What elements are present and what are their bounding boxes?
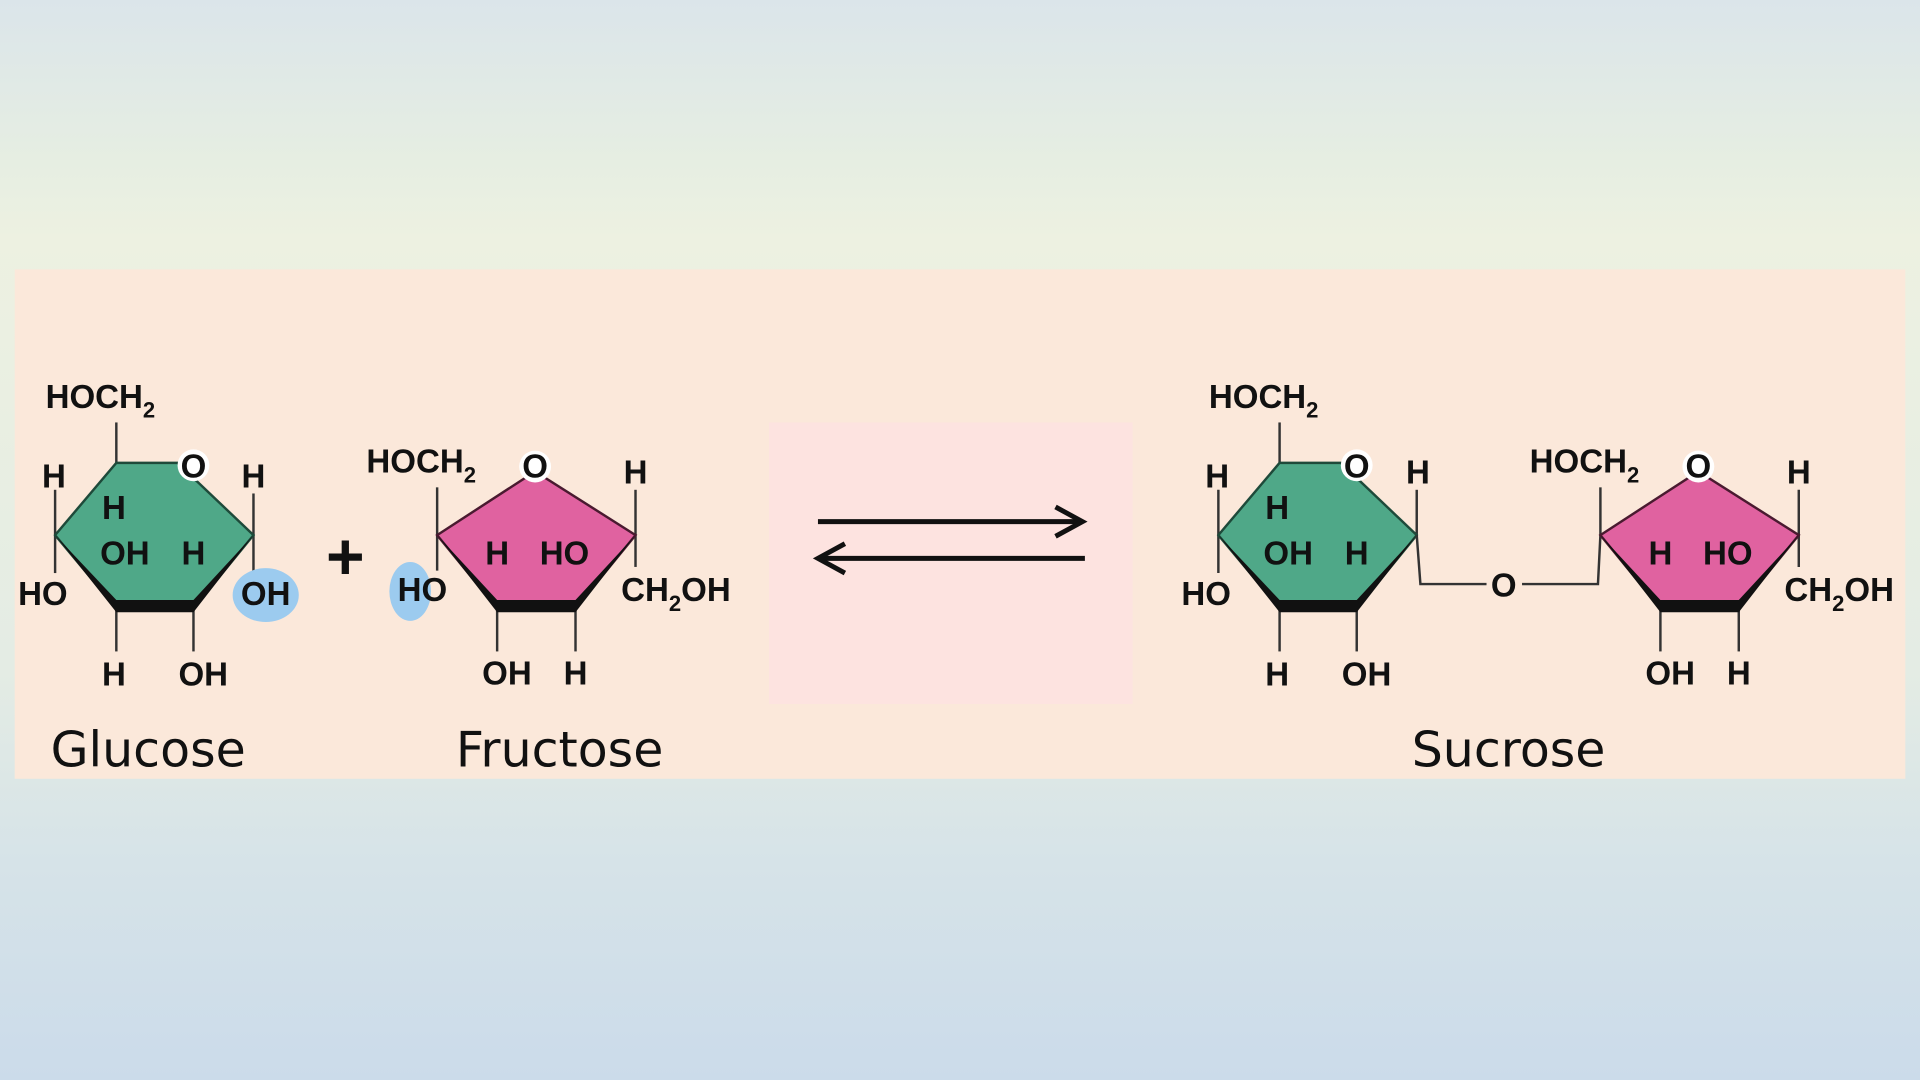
glucose-h: H — [242, 458, 266, 495]
glucose-oh-highlight — [232, 568, 299, 623]
plus-sign: + — [326, 520, 365, 594]
fructose-h: H — [485, 535, 509, 572]
fructose-ring-oxygen: O — [522, 449, 548, 486]
svg-text:HO: HO — [1181, 576, 1231, 613]
fructose-label: Fructose — [456, 722, 664, 779]
sucrose-glucose-unit: HOCH2 O H H H OH H HO H OH — [1181, 379, 1430, 694]
svg-text:OH: OH — [1342, 657, 1392, 694]
glucose-h: H — [42, 458, 66, 495]
glucose-h: H — [102, 657, 126, 694]
svg-text:O: O — [1344, 449, 1370, 486]
glucose-hoch2: HOCH2 — [46, 379, 156, 423]
glycosidic-oxygen: O — [1491, 567, 1517, 604]
svg-text:CH2OH: CH2OH — [1784, 572, 1894, 616]
svg-text:H: H — [1265, 657, 1289, 694]
glucose-molecule: HOCH2 O H H H OH H HO OH H OH Glucose — [18, 379, 299, 779]
svg-text:O: O — [1686, 449, 1712, 486]
svg-text:H: H — [1265, 490, 1289, 527]
glycosidic-bond — [1415, 535, 1487, 586]
sucrose-molecule: HOCH2 O H H H OH H HO H OH O HOCH2 O H H… — [1181, 379, 1894, 779]
svg-text:H: H — [1406, 455, 1430, 492]
svg-text:OH: OH — [1263, 535, 1313, 572]
glucose-ring-oxygen: O — [181, 449, 207, 486]
sucrose-fructose-unit: HOCH2 O H H HO CH2OH OH H — [1530, 444, 1894, 693]
fructose-hoch2: HOCH2 — [366, 444, 476, 488]
svg-text:OH: OH — [1645, 655, 1695, 692]
glucose-oh-anomeric: OH — [241, 576, 291, 613]
fructose-ho-highlight — [389, 562, 432, 621]
svg-text:HOCH2: HOCH2 — [1530, 444, 1640, 488]
glucose-h: H — [182, 535, 206, 572]
equilibrium-arrows — [812, 504, 1088, 576]
fructose-molecule: HOCH2 O H H HO HO CH2OH OH H Fructose — [366, 444, 730, 779]
fructose-h: H — [564, 655, 588, 692]
glucose-ho: HO — [18, 576, 68, 613]
fructose-h: H — [624, 455, 648, 492]
fructose-oh: OH — [482, 655, 532, 692]
fructose-ho: HO — [540, 535, 590, 572]
glucose-oh: OH — [178, 657, 228, 694]
svg-text:H: H — [1648, 535, 1672, 572]
svg-text:HO: HO — [1703, 535, 1753, 572]
fructose-ch2oh: CH2OH — [621, 572, 731, 616]
sucrose-label: Sucrose — [1412, 722, 1606, 779]
fructose-ho-anomeric: HO — [398, 572, 448, 609]
svg-text:H: H — [1205, 458, 1229, 495]
svg-text:H: H — [1727, 655, 1751, 692]
glucose-label: Glucose — [51, 722, 246, 779]
glucose-h: H — [102, 490, 126, 527]
svg-text:HOCH2: HOCH2 — [1209, 379, 1319, 423]
glucose-oh: OH — [100, 535, 150, 572]
svg-text:H: H — [1345, 535, 1369, 572]
svg-text:H: H — [1787, 455, 1811, 492]
